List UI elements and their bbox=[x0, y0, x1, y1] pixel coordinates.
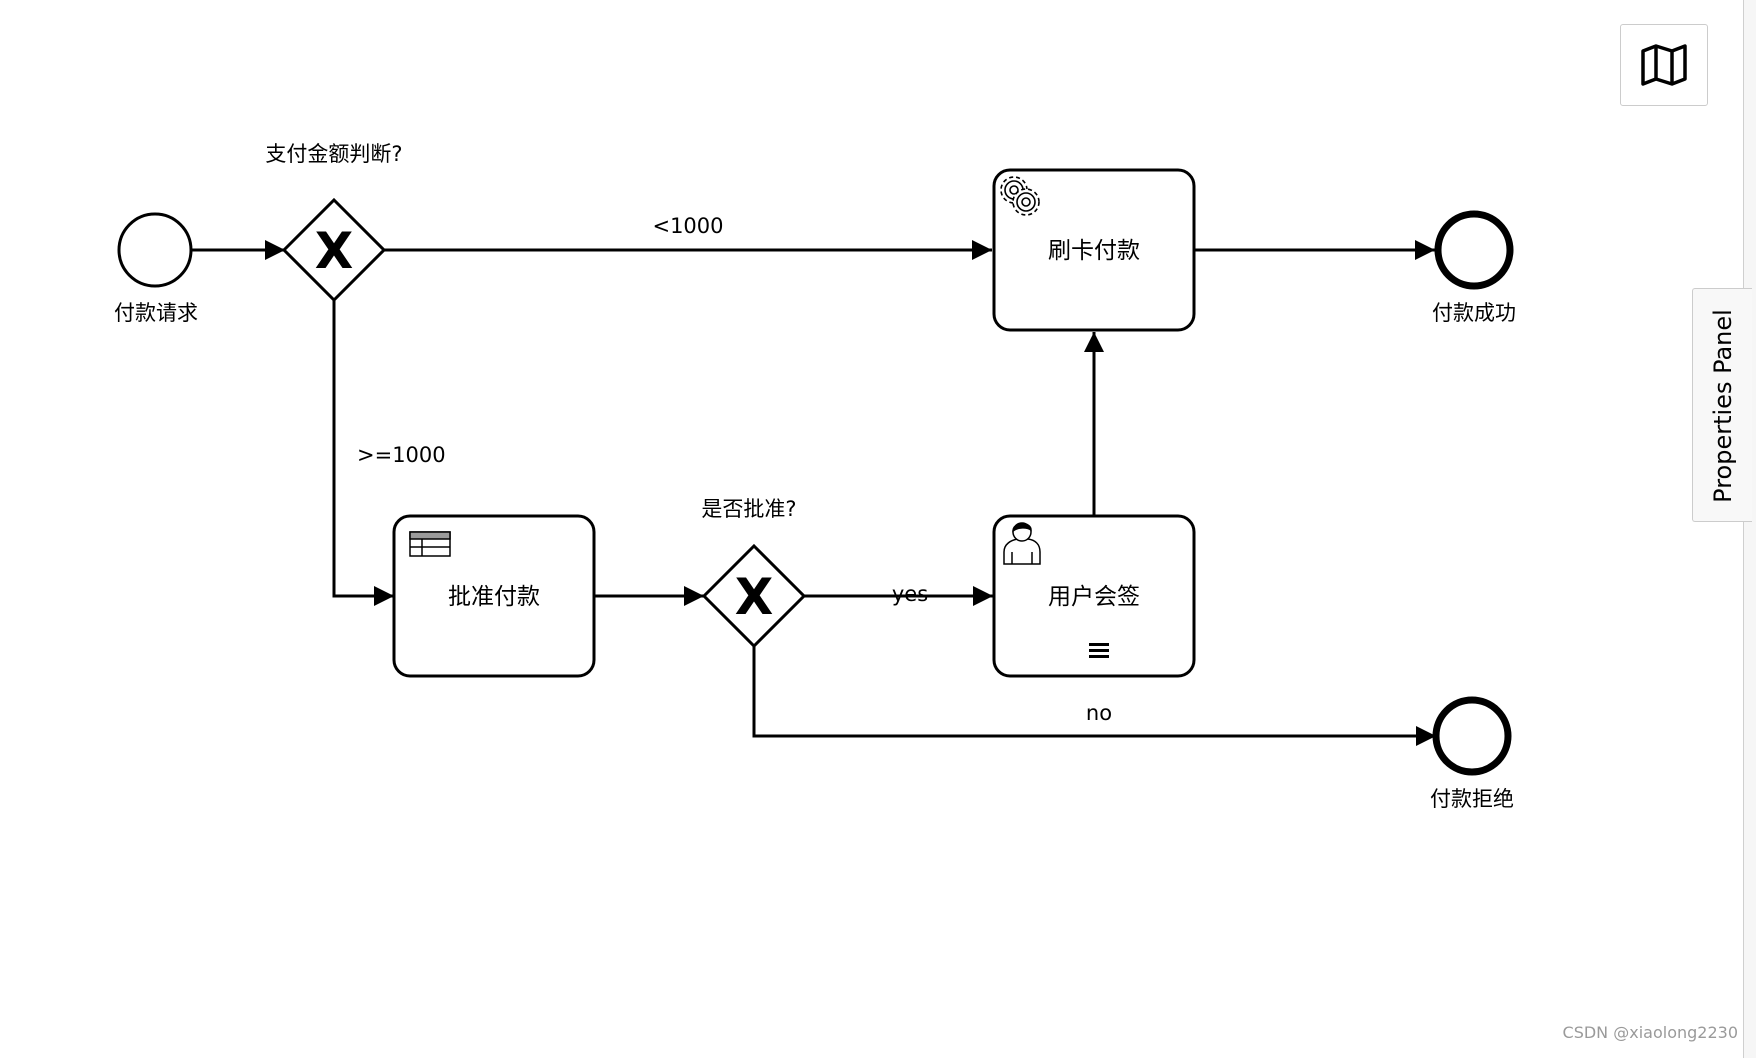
gateway-x-marker: X bbox=[735, 568, 774, 626]
end-event-success[interactable] bbox=[1434, 210, 1514, 290]
start-event[interactable] bbox=[117, 212, 193, 288]
flow-gte-1000-label: >=1000 bbox=[357, 443, 446, 467]
task-card-payment-label: 刷卡付款 bbox=[1048, 238, 1140, 264]
user-icon bbox=[1003, 522, 1041, 565]
flow-lt-1000-label: <1000 bbox=[652, 214, 723, 238]
properties-panel-edge bbox=[1743, 0, 1756, 1058]
exclusive-gateway-approval[interactable]: X bbox=[701, 543, 807, 649]
properties-panel-label: Properties Panel bbox=[1709, 309, 1737, 503]
minimap-toggle-button[interactable] bbox=[1620, 24, 1708, 106]
business-rule-task-approve-payment[interactable]: 批准付款 bbox=[392, 514, 596, 678]
flow-no-label: no bbox=[1086, 701, 1112, 725]
end-success-label: 付款成功 bbox=[1432, 301, 1516, 325]
end-rejected-label: 付款拒绝 bbox=[1430, 787, 1514, 811]
table-icon bbox=[409, 531, 451, 557]
task-user-countersign-label: 用户会签 bbox=[1048, 584, 1140, 610]
flow-gateway-to-approve-payment[interactable] bbox=[332, 300, 394, 606]
start-event-label: 付款请求 bbox=[114, 301, 198, 325]
flow-yes-label: yes bbox=[892, 582, 928, 606]
end-event-rejected[interactable] bbox=[1432, 696, 1512, 776]
gateway-amount-label: 支付金额判断? bbox=[265, 142, 402, 166]
gateway-approval-label: 是否批准? bbox=[701, 497, 796, 521]
multi-instance-sequential-icon bbox=[1089, 643, 1109, 658]
exclusive-gateway-amount[interactable]: X bbox=[281, 197, 387, 303]
flow-no[interactable] bbox=[752, 645, 1436, 746]
watermark: CSDN @xiaolong2230 bbox=[1562, 1023, 1738, 1042]
gear-icon bbox=[1000, 176, 1040, 216]
sequence-flows bbox=[191, 240, 1436, 746]
map-icon bbox=[1641, 44, 1687, 86]
service-task-card-payment[interactable]: 刷卡付款 bbox=[992, 168, 1196, 332]
gateway-x-marker: X bbox=[315, 222, 354, 280]
properties-panel-toggle[interactable]: Properties Panel bbox=[1692, 288, 1752, 522]
user-task-countersign[interactable]: 用户会签 bbox=[992, 514, 1196, 678]
task-approve-payment-label: 批准付款 bbox=[448, 584, 540, 610]
